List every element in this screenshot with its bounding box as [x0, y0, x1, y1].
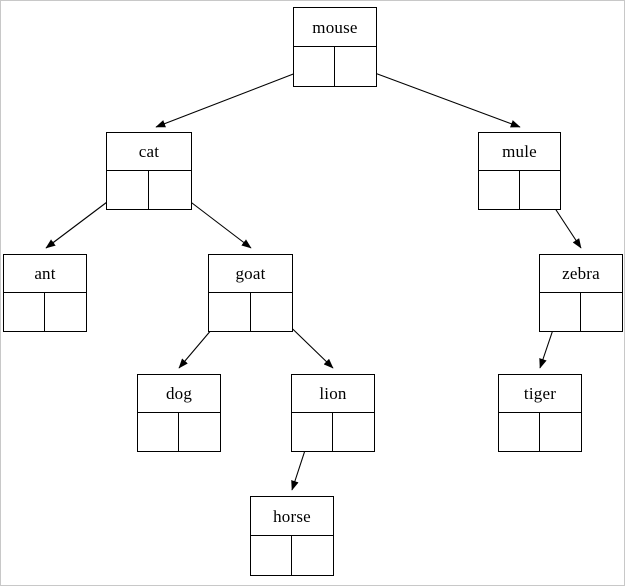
right-pointer-cell-cat[interactable] [149, 171, 191, 209]
right-pointer-cell-tiger[interactable] [540, 413, 581, 451]
tree-node-label-dog: dog [138, 375, 220, 413]
tree-node-zebra[interactable]: zebra [539, 254, 623, 332]
tree-node-pointers-zebra [540, 293, 622, 331]
tree-edge-mouse-to-mule [355, 65, 521, 128]
right-pointer-cell-dog[interactable] [179, 413, 220, 451]
right-pointer-cell-horse[interactable] [292, 536, 333, 575]
tree-node-pointers-lion [292, 413, 374, 451]
tree-node-label-tiger: tiger [499, 375, 581, 413]
tree-node-pointers-horse [251, 536, 333, 575]
left-pointer-cell-cat[interactable] [107, 171, 149, 209]
tree-node-pointers-mule [479, 171, 560, 209]
tree-node-lion[interactable]: lion [291, 374, 375, 452]
tree-node-label-zebra: zebra [540, 255, 622, 293]
tree-node-label-mouse: mouse [294, 8, 376, 47]
right-pointer-cell-mouse[interactable] [335, 47, 376, 86]
right-pointer-cell-lion[interactable] [333, 413, 374, 451]
tree-node-pointers-cat [107, 171, 191, 209]
tree-node-tiger[interactable]: tiger [498, 374, 582, 452]
tree-node-label-lion: lion [292, 375, 374, 413]
tree-node-label-goat: goat [209, 255, 292, 293]
tree-node-mouse[interactable]: mouse [293, 7, 377, 87]
left-pointer-cell-lion[interactable] [292, 413, 333, 451]
tree-node-label-horse: horse [251, 497, 333, 536]
right-pointer-cell-zebra[interactable] [581, 293, 622, 331]
left-pointer-cell-dog[interactable] [138, 413, 179, 451]
tree-node-label-ant: ant [4, 255, 86, 293]
tree-node-cat[interactable]: cat [106, 132, 192, 210]
right-pointer-cell-mule[interactable] [520, 171, 561, 209]
tree-node-pointers-mouse [294, 47, 376, 86]
left-pointer-cell-horse[interactable] [251, 536, 292, 575]
left-pointer-cell-ant[interactable] [4, 293, 45, 331]
tree-edge-mouse-to-cat [155, 65, 315, 128]
left-pointer-cell-mouse[interactable] [294, 47, 335, 86]
left-pointer-cell-tiger[interactable] [499, 413, 540, 451]
tree-node-label-mule: mule [479, 133, 560, 171]
tree-node-pointers-dog [138, 413, 220, 451]
tree-node-goat[interactable]: goat [208, 254, 293, 332]
tree-node-pointers-goat [209, 293, 292, 331]
tree-node-mule[interactable]: mule [478, 132, 561, 210]
right-pointer-cell-ant[interactable] [45, 293, 86, 331]
left-pointer-cell-goat[interactable] [209, 293, 251, 331]
tree-node-pointers-ant [4, 293, 86, 331]
tree-node-dog[interactable]: dog [137, 374, 221, 452]
tree-node-pointers-tiger [499, 413, 581, 451]
tree-node-label-cat: cat [107, 133, 191, 171]
tree-node-horse[interactable]: horse [250, 496, 334, 576]
left-pointer-cell-zebra[interactable] [540, 293, 581, 331]
tree-node-ant[interactable]: ant [3, 254, 87, 332]
right-pointer-cell-goat[interactable] [251, 293, 293, 331]
left-pointer-cell-mule[interactable] [479, 171, 520, 209]
